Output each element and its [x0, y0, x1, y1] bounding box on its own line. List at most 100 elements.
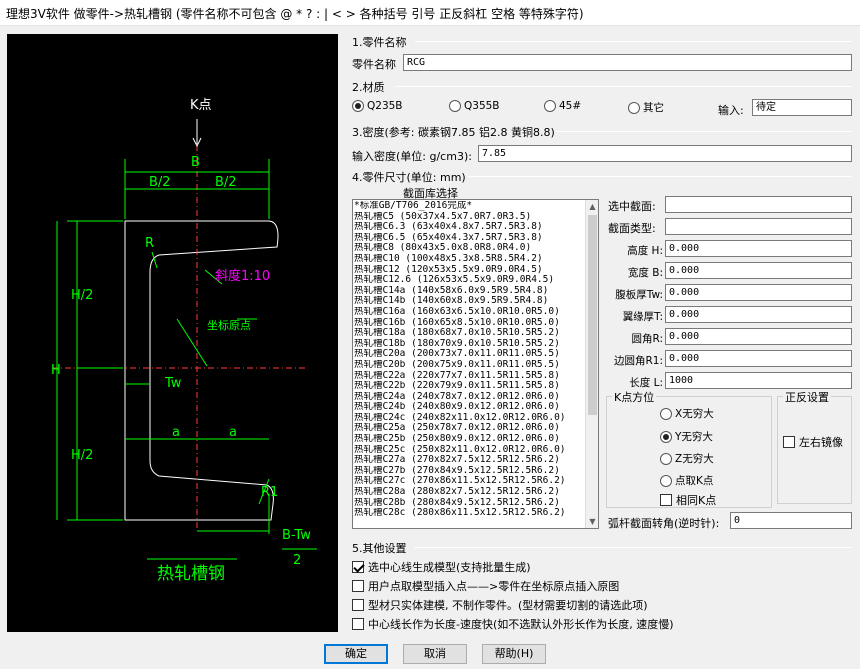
- divider: [468, 176, 852, 177]
- list-item[interactable]: 热轧槽C22b (220x79x9.0x11.5R11.5R5.8): [354, 381, 560, 392]
- list-item[interactable]: 热轧槽C18b (180x70x9.0x10.5R10.5R5.2): [354, 338, 560, 349]
- ok-button[interactable]: 确定: [324, 644, 388, 664]
- title-bar: 理想3V软件 做零件->热轧槽钢 (零件名称不可包含 @ * ? : | < >…: [0, 0, 860, 26]
- material-radio-other[interactable]: 其它: [628, 100, 664, 115]
- list-item[interactable]: 热轧槽C16b (160x65x8.5x10.0R10.0R5.0): [354, 317, 560, 328]
- radio-circle: [449, 100, 461, 112]
- option-pick-insert-point[interactable]: 用户点取模型插入点——>零件在坐标原点插入原图: [352, 578, 619, 594]
- mirror-group: [777, 396, 852, 504]
- scroll-up-icon[interactable]: ▲: [589, 202, 596, 211]
- material-radio-q355b[interactable]: Q355B: [449, 100, 500, 112]
- checkbox-label: 用户点取模型插入点——>零件在坐标原点插入原图: [368, 580, 620, 593]
- list-item[interactable]: 热轧槽C5 (50x37x4.5x7.0R7.0R3.5): [354, 211, 532, 222]
- field-web-thickness[interactable]: 0.000: [665, 284, 852, 301]
- radio-circle: [660, 407, 672, 420]
- help-button[interactable]: 帮助(H): [482, 644, 546, 664]
- list-item[interactable]: 热轧槽C14a (140x58x6.0x9.5R9.5R4.8): [354, 285, 549, 296]
- checkbox-box: [352, 618, 364, 630]
- checkbox-box: [783, 436, 795, 448]
- section-other: 5.其他设置: [352, 542, 407, 555]
- k-radio-z[interactable]: Z无穷大: [660, 451, 714, 466]
- list-item[interactable]: 热轧槽C24c (240x82x11.0x12.0R12.0R6.0): [354, 412, 566, 423]
- list-item[interactable]: 热轧槽C24b (240x80x9.0x12.0R12.0R6.0): [354, 402, 560, 413]
- density-input[interactable]: 7.85: [478, 145, 852, 162]
- list-item[interactable]: 热轧槽C12 (120x53x5.5x9.0R9.0R4.5): [354, 264, 543, 275]
- radio-label: Z无穷大: [675, 453, 714, 465]
- library-items: *标准GB/T706_2016完成*热轧槽C5 (50x37x4.5x7.0R7…: [354, 201, 587, 519]
- list-item[interactable]: 热轧槽C6.5 (65x40x4.3x7.5R7.5R3.8): [354, 232, 543, 243]
- b-minus-tw-label: B-Tw: [282, 528, 311, 543]
- list-item[interactable]: 热轧槽C12.6 (126x53x5.5x9.0R9.0R4.5): [354, 275, 555, 286]
- list-item[interactable]: 热轧槽C20a (200x73x7.0x11.0R11.0R5.5): [354, 349, 560, 360]
- scroll-thumb[interactable]: [588, 215, 597, 415]
- rotation-input[interactable]: 0: [730, 512, 852, 529]
- checkbox-box: [352, 561, 364, 573]
- list-item[interactable]: 热轧槽C18a (180x68x7.0x10.5R10.5R5.2): [354, 328, 560, 339]
- list-item[interactable]: 热轧槽C25a (250x78x7.0x12.0R12.0R6.0): [354, 423, 560, 434]
- library-scrollbar[interactable]: ▲ ▼: [585, 200, 598, 528]
- scroll-down-icon[interactable]: ▼: [589, 517, 596, 526]
- list-item[interactable]: 热轧槽C10 (100x48x5.3x8.5R8.5R4.2): [354, 253, 543, 264]
- k-radio-pick[interactable]: 点取K点: [660, 473, 713, 488]
- field-label-radius: 圆角R:: [631, 333, 663, 345]
- field-label-height: 高度 H:: [627, 245, 663, 257]
- material-radio-q235b[interactable]: Q235B: [352, 100, 403, 112]
- option-centerline-model[interactable]: 选中心线生成模型(支持批量生成): [352, 559, 531, 575]
- list-item[interactable]: 热轧槽C22a (220x77x7.0x11.5R11.5R5.8): [354, 370, 560, 381]
- checkbox-label: 型材只实体建模, 不制作零件。(型材需要切割的请选此项): [368, 599, 648, 612]
- list-item[interactable]: 热轧槽C28b (280x84x9.5x12.5R12.5R6.2): [354, 497, 560, 508]
- h-label: H: [51, 363, 61, 378]
- field-fillet-radius[interactable]: 0.000: [665, 328, 852, 345]
- channel-drawing: K点 B B/2 B/2 R 斜度1:10 坐标原点 H H/2 H/2 Tw …: [51, 98, 317, 584]
- field-width[interactable]: 0.000: [665, 262, 852, 279]
- option-solid-only[interactable]: 型材只实体建模, 不制作零件。(型材需要切割的请选此项): [352, 597, 648, 613]
- list-item[interactable]: *标准GB/T706_2016完成*: [354, 201, 473, 211]
- part-name-label: 零件名称: [352, 58, 396, 71]
- list-item[interactable]: 热轧槽C28c (280x86x11.5x12.5R12.5R6.2): [354, 508, 566, 519]
- material-radio-45[interactable]: 45#: [544, 100, 581, 112]
- list-item[interactable]: 热轧槽C8 (80x43x5.0x8.0R8.0R4.0): [354, 243, 532, 254]
- r-label: R: [145, 236, 154, 251]
- list-item[interactable]: 热轧槽C25b (250x80x9.0x12.0R12.0R6.0): [354, 434, 560, 445]
- slope-label: 斜度1:10: [215, 268, 270, 284]
- material-input[interactable]: 待定: [752, 99, 852, 116]
- r1-label: R1: [261, 485, 278, 500]
- rotation-label: 弧杆截面转角(逆时针):: [608, 517, 720, 530]
- field-edge-radius[interactable]: 0.000: [665, 350, 852, 367]
- radio-circle: [660, 452, 672, 465]
- field-selected-section[interactable]: [665, 196, 852, 213]
- list-item[interactable]: 热轧槽C14b (140x60x8.0x9.5R9.5R4.8): [354, 296, 549, 307]
- list-item[interactable]: 热轧槽C27b (270x84x9.5x12.5R12.5R6.2): [354, 465, 560, 476]
- k-radio-x[interactable]: X无穷大: [660, 406, 714, 421]
- window-title: 理想3V软件 做零件->热轧槽钢 (零件名称不可包含 @ * ? : | < >…: [6, 7, 584, 21]
- list-item[interactable]: 热轧槽C6.3 (63x40x4.8x7.5R7.5R3.8): [354, 222, 543, 233]
- list-item[interactable]: 热轧槽C28a (280x82x7.5x12.5R12.5R6.2): [354, 487, 560, 498]
- b-half-right: B/2: [215, 175, 237, 190]
- h-half-bottom: H/2: [71, 448, 93, 463]
- list-item[interactable]: 热轧槽C27c (270x86x11.5x12.5R12.5R6.2): [354, 476, 566, 487]
- field-label-type: 截面类型:: [608, 222, 656, 235]
- k-radio-y[interactable]: Y无穷大: [660, 429, 713, 444]
- list-item[interactable]: 热轧槽C20b (200x75x9.0x11.0R11.0R5.5): [354, 359, 560, 370]
- list-item[interactable]: 热轧槽C25c (250x82x11.0x12.0R12.0R6.0): [354, 444, 566, 455]
- radio-circle: [352, 100, 364, 112]
- checkbox-label: 中心线长作为长度-速度快(如不选默认外形长作为长度, 速度慢): [368, 618, 674, 631]
- list-item[interactable]: 热轧槽C16a (160x63x6.5x10.0R10.0R5.0): [354, 306, 560, 317]
- field-length[interactable]: 1000: [665, 372, 852, 389]
- field-flange-thickness[interactable]: 0.000: [665, 306, 852, 323]
- option-centerline-length[interactable]: 中心线长作为长度-速度快(如不选默认外形长作为长度, 速度慢): [352, 616, 674, 632]
- field-label-length: 长度 L:: [629, 377, 663, 389]
- section-library-list[interactable]: *标准GB/T706_2016完成*热轧槽C5 (50x37x4.5x7.0R7…: [352, 199, 599, 529]
- mirror-checkbox[interactable]: 左右镜像: [783, 434, 843, 450]
- b-half-left: B/2: [149, 175, 171, 190]
- checkbox-label: 左右镜像: [799, 436, 843, 449]
- field-height[interactable]: 0.000: [665, 240, 852, 257]
- radio-label: X无穷大: [675, 408, 714, 420]
- checkbox-box: [660, 494, 672, 506]
- field-section-type[interactable]: [665, 218, 852, 235]
- list-item[interactable]: 热轧槽C24a (240x78x7.0x12.0R12.0R6.0): [354, 391, 560, 402]
- cancel-button[interactable]: 取消: [403, 644, 467, 664]
- same-k-checkbox[interactable]: 相同K点: [660, 492, 716, 508]
- list-item[interactable]: 热轧槽C27a (270x82x7.5x12.5R12.5R6.2): [354, 455, 560, 466]
- part-name-input[interactable]: RCG: [403, 54, 852, 71]
